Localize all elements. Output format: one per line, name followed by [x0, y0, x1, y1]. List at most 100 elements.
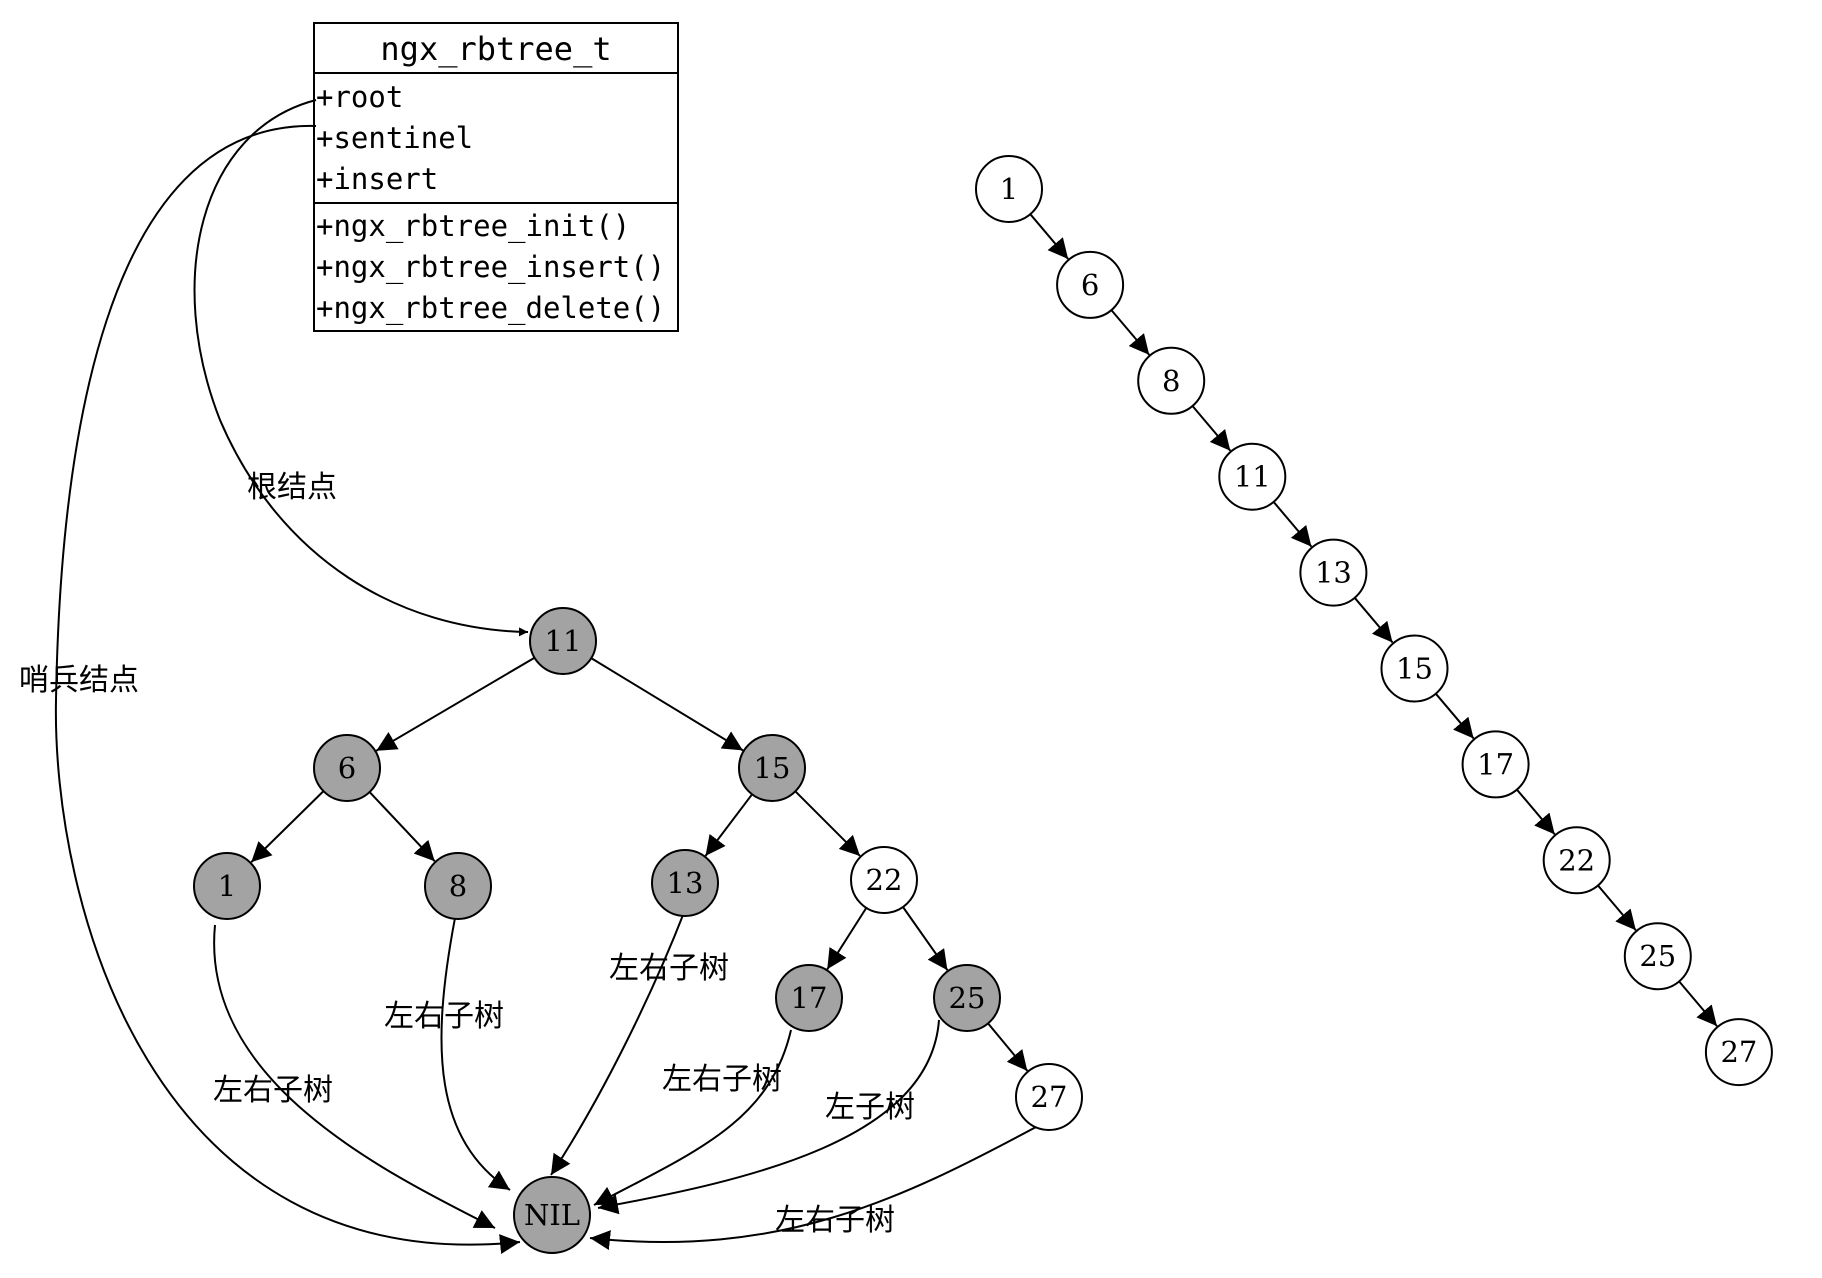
- chain-node-11-label: 11: [1234, 460, 1271, 494]
- tree-node-nil: NIL: [513, 1176, 591, 1254]
- chain-node-8-label: 8: [1162, 364, 1180, 398]
- label-n27-nil: 左右子树: [775, 1203, 895, 1238]
- class-method-insert: +ngx_rbtree_insert(): [316, 250, 665, 285]
- chain-node-1-circle: [975, 155, 1043, 223]
- chain-edge-1: [1110, 309, 1151, 356]
- chain-node-6-label: 6: [1081, 268, 1099, 302]
- tree-node-n17-circle: [775, 964, 843, 1032]
- tree-edge-n15-n22: [794, 790, 861, 857]
- chain-edge-0: [1029, 213, 1069, 260]
- chain-node-13: 13: [1299, 538, 1368, 607]
- chain-node-15: 15: [1380, 634, 1449, 703]
- tree-node-n11-label: 11: [545, 624, 582, 658]
- chain-layer: 1 6 8 11 13 15 17 22 25 27: [975, 155, 1773, 1087]
- chain-node-27: 27: [1704, 1018, 1773, 1087]
- chain-node-6-circle: [1056, 250, 1125, 319]
- n25-nil-edge: [597, 1019, 940, 1215]
- tree-node-n15: 15: [738, 734, 806, 802]
- chain-node-25: 25: [1623, 922, 1692, 991]
- chain-edge-4: [1353, 597, 1394, 644]
- tree-node-n6-label: 6: [338, 751, 356, 785]
- class-field-root: +root: [316, 80, 403, 114]
- chain-node-13-label: 13: [1315, 556, 1352, 590]
- tree-node-n15-circle: [738, 734, 806, 802]
- tree-node-n22-circle: [850, 846, 918, 914]
- chain-edge-7: [1597, 884, 1637, 931]
- chain-node-22: 22: [1542, 826, 1611, 895]
- tree-edge-n11-n15: [590, 657, 744, 752]
- tree-node-n1-label: 1: [218, 869, 236, 903]
- chain-node-1: 1: [975, 155, 1043, 223]
- class-field-insert: +insert: [316, 162, 438, 196]
- tree-node-n11: 11: [529, 607, 597, 675]
- tree-node-n13: 13: [651, 849, 719, 917]
- sentinel-edge: [54, 124, 521, 1254]
- chain-node-22-circle: [1542, 826, 1611, 895]
- chain-node-15-label: 15: [1396, 652, 1433, 686]
- label-root: 根结点: [247, 470, 337, 505]
- chain-node-17-label: 17: [1477, 747, 1514, 781]
- label-n25-nil: 左子树: [825, 1090, 915, 1125]
- tree-node-n22-label: 22: [866, 863, 903, 897]
- tree-node-n17-label: 17: [791, 981, 828, 1015]
- chain-node-27-circle: [1704, 1018, 1773, 1087]
- tree-edge-n6-n8: [368, 791, 436, 862]
- tree-node-n22: 22: [850, 846, 918, 914]
- chain-node-6: 6: [1056, 250, 1125, 319]
- class-method-init: +ngx_rbtree_init(): [316, 209, 630, 244]
- tree-node-nil-circle: [513, 1176, 591, 1254]
- tree-node-n8-label: 8: [449, 869, 467, 903]
- class-method-delete: +ngx_rbtree_delete(): [316, 291, 665, 326]
- tree-node-n6-circle: [313, 734, 381, 802]
- root-edge: [193, 99, 529, 637]
- tree-node-n25: 25: [933, 964, 1001, 1032]
- chain-node-15-circle: [1380, 634, 1449, 703]
- chain-node-1-label: 1: [1000, 172, 1018, 206]
- tree-node-n11-circle: [529, 607, 597, 675]
- class-box: ngx_rbtree_t +root +sentinel +insert +ng…: [313, 22, 679, 332]
- tree-edge-n11-n6: [375, 656, 536, 752]
- tree-node-nil-label: NIL: [524, 1198, 580, 1232]
- chain-edge-6: [1516, 788, 1556, 835]
- chain-node-25-circle: [1623, 922, 1692, 991]
- chain-edge-2: [1191, 405, 1232, 452]
- label-sentinel: 哨兵结点: [19, 663, 139, 698]
- class-field-sentinel: +sentinel: [316, 121, 473, 155]
- n27-nil-edge: [589, 1126, 1037, 1251]
- tree-node-n13-circle: [651, 849, 719, 917]
- tree-node-n15-label: 15: [754, 751, 791, 785]
- label-n1-nil: 左右子树: [213, 1073, 333, 1108]
- n17-nil-edge: [593, 1029, 792, 1206]
- chain-node-8-circle: [1137, 346, 1206, 415]
- class-title: ngx_rbtree_t: [380, 30, 611, 68]
- tree-node-n27: 27: [1015, 1063, 1083, 1131]
- tree-node-n8-circle: [424, 852, 492, 920]
- tree-edge-n22-n25: [902, 906, 949, 971]
- chain-node-25-label: 25: [1639, 939, 1676, 973]
- tree-node-n25-label: 25: [949, 981, 986, 1015]
- tree-node-n27-label: 27: [1031, 1080, 1068, 1114]
- tree-edge-n25-n27: [987, 1022, 1029, 1072]
- tree-node-n1-circle: [193, 852, 261, 920]
- tree-node-n25-circle: [933, 964, 1001, 1032]
- chain-node-13-circle: [1299, 538, 1368, 607]
- tree-node-n8: 8: [424, 852, 492, 920]
- label-n17-nil: 左右子树: [662, 1062, 782, 1097]
- chain-node-8: 8: [1137, 346, 1206, 415]
- tree-node-n1: 1: [193, 852, 261, 920]
- chain-node-11: 11: [1218, 442, 1287, 511]
- tree-node-n6: 6: [313, 734, 381, 802]
- chain-node-17-circle: [1461, 730, 1530, 799]
- chain-edge-5: [1435, 693, 1475, 740]
- chain-node-11-circle: [1218, 442, 1287, 511]
- n8-nil-edge: [440, 917, 511, 1191]
- chain-edge-3: [1272, 501, 1313, 548]
- tree-edge-n22-n17: [826, 907, 868, 970]
- tree-node-n13-label: 13: [667, 866, 704, 900]
- n13-nil-edge: [550, 909, 686, 1176]
- tree-node-n17: 17: [775, 964, 843, 1032]
- chain-node-22-label: 22: [1558, 843, 1595, 877]
- tree-edge-n6-n1: [250, 790, 325, 863]
